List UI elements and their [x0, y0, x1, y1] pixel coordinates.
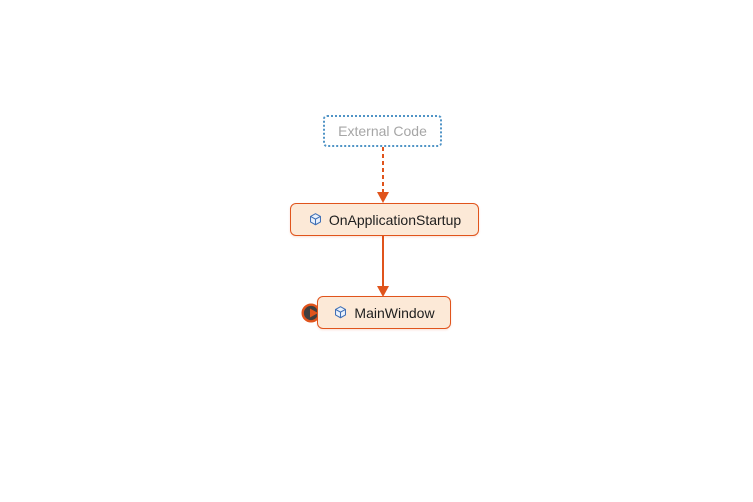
- arrowhead-down-icon: [377, 192, 389, 203]
- node-onapplicationstartup[interactable]: OnApplicationStartup: [290, 203, 479, 236]
- node-external-code[interactable]: External Code: [323, 115, 442, 147]
- node-label: OnApplicationStartup: [328, 211, 462, 228]
- node-label: MainWindow: [354, 304, 435, 321]
- expand-arrow-badge[interactable]: [300, 302, 322, 324]
- edge-line: [382, 147, 384, 193]
- node-label: External Code: [338, 123, 427, 139]
- node-mainwindow[interactable]: MainWindow: [317, 296, 451, 329]
- type-cube-icon: [309, 213, 321, 226]
- arrowhead-down-icon: [377, 286, 389, 297]
- type-cube-icon: [335, 306, 347, 319]
- edge-line: [382, 236, 384, 288]
- expand-arrow-icon: [310, 308, 318, 318]
